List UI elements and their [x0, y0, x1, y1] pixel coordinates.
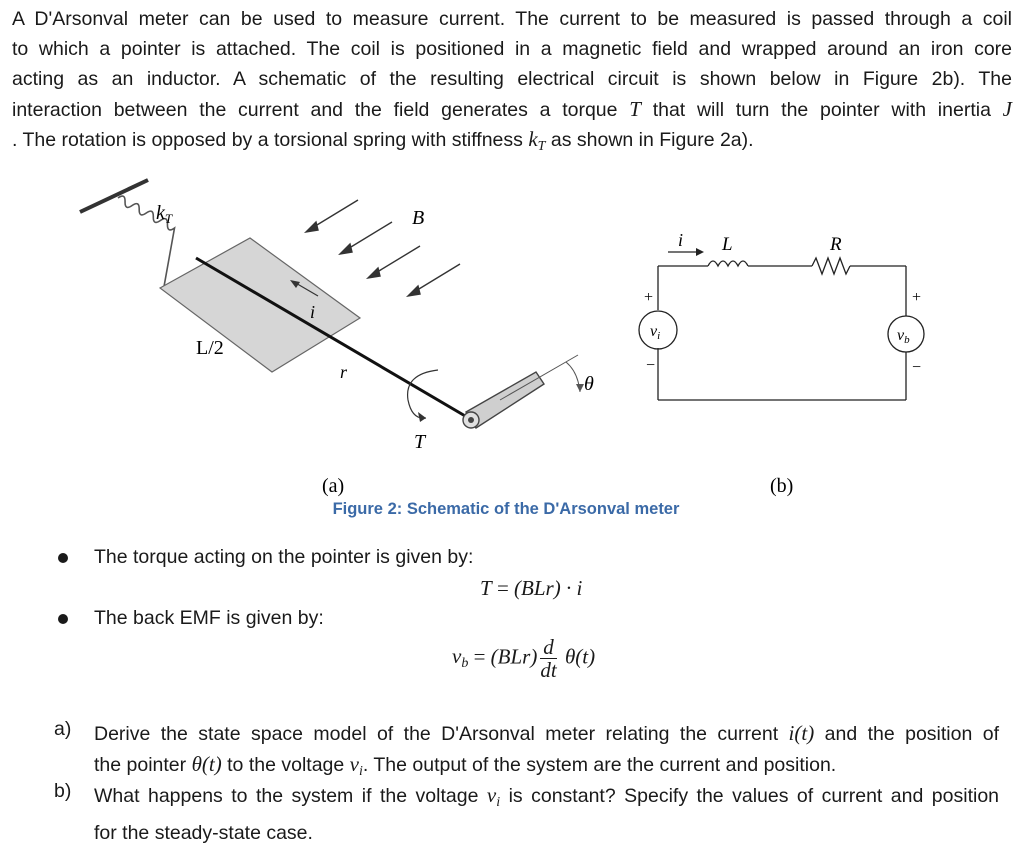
intro-text: interaction between the current and the … [12, 99, 618, 121]
minus-sign-left: − [646, 357, 655, 374]
q-text: Derive the state space model of the D'Ar… [94, 723, 779, 745]
math-var: k [528, 127, 538, 151]
intro-text: as shown in Figure 2a). [550, 129, 754, 151]
circuit-label-L: L [721, 234, 733, 255]
math-sub: i [496, 795, 501, 810]
question-label: a) [54, 718, 72, 740]
torque-arrow [406, 369, 439, 419]
equation-torque: T = (BLr) · i [480, 576, 582, 601]
eq-lhs: vb [452, 644, 469, 672]
question-line: What happens to the system if the voltag… [94, 780, 999, 818]
eq-sign: = [491, 576, 515, 600]
question-line: the pointer θ(t) to the voltage vi. The … [94, 749, 999, 787]
panel-label-b: (b) [770, 475, 793, 497]
intro-text: that will turn the pointer with inertia [652, 99, 991, 121]
inductor [707, 260, 749, 268]
intro-line-1: A D'Arsonval meter can be used to measur… [12, 8, 1012, 30]
torsional-spring [117, 195, 176, 287]
bullet-text: The torque acting on the pointer is give… [94, 546, 474, 568]
circuit-current-arrowhead [696, 248, 704, 256]
math-sub: i [358, 764, 363, 779]
q-text: the pointer [94, 754, 187, 776]
math-var: vi [486, 783, 501, 810]
q-text: What happens to the system if the voltag… [94, 785, 479, 807]
math-var: v [486, 783, 497, 807]
resistor [811, 256, 851, 276]
question-text: What happens to the system if the voltag… [94, 780, 999, 848]
intro-paragraph: A D'Arsonval meter can be used to measur… [12, 4, 1012, 154]
intro-line-3: acting as an inductor. A schematic of th… [12, 68, 1012, 90]
eq-lhs: T [480, 576, 492, 600]
circuit-label-R: R [829, 234, 842, 255]
label-theta: θ [584, 373, 594, 395]
figure-caption: Figure 2: Schematic of the D'Arsonval me… [332, 500, 680, 518]
magnetic-field-arrows [303, 199, 461, 298]
question-line: for the steady-state case. [94, 822, 313, 844]
figure-a-diagram: kT B i L/2 r T θ (a) [79, 178, 594, 497]
angle-reference [499, 354, 579, 401]
eq-sign: = [468, 644, 491, 669]
eq-sub: b [461, 656, 469, 672]
circuit-label-i: i [678, 230, 683, 250]
bullet-text: The back EMF is given by: [94, 607, 324, 629]
question-text: Derive the state space model of the D'Ar… [94, 718, 999, 787]
label-B: B [412, 207, 424, 229]
eq-coef: (BLr) [490, 644, 538, 669]
bullet-dot [58, 553, 68, 563]
math-var: i(t) [788, 721, 815, 745]
math-var: vi [349, 752, 363, 779]
figure-b-circuit: i L R vi vb + − + − (b) [638, 230, 925, 497]
plus-sign-left: + [644, 289, 653, 306]
current-arrowhead [290, 280, 300, 288]
q-text: is constant? Specify the values of curre… [508, 785, 1000, 807]
q-text: and the position of [824, 723, 999, 745]
eq-var: v [452, 644, 462, 669]
panel-label-a: (a) [322, 475, 344, 497]
source-vi [638, 310, 678, 350]
intro-line-4: interaction between the current and the … [12, 94, 1012, 124]
question-line: Derive the state space model of the D'Ar… [94, 718, 999, 749]
label-kT: kT [156, 202, 173, 226]
math-sub: T [537, 139, 546, 154]
figure-2: kT B i L/2 r T θ (a) [79, 178, 925, 497]
q-text: to the voltage [227, 754, 345, 776]
math-var-kT: kT [528, 127, 546, 154]
q-text: . The output of the system are the curre… [362, 754, 837, 776]
math-var-T: T [629, 97, 641, 121]
coil-plate [158, 237, 362, 373]
label-i: i [310, 302, 315, 322]
math-var-J: J [1002, 97, 1012, 121]
intro-line-2: to which a pointer is attached. The coil… [12, 38, 1012, 60]
minus-sign-right: − [912, 359, 921, 376]
pointer-pivot [468, 417, 474, 423]
plus-sign-right: + [912, 289, 921, 306]
torque-arrowhead [418, 412, 426, 422]
bullet-dot [58, 614, 68, 624]
eq-rhs: (BLr) · i [514, 576, 583, 600]
label-r: r [340, 362, 348, 382]
question-label: b) [54, 780, 72, 802]
frac-numerator: d [540, 636, 557, 659]
eq-rhs: θ(t) [564, 644, 596, 669]
source-vb [887, 315, 925, 353]
intro-text: . The rotation is opposed by a torsional… [12, 129, 523, 151]
angle-arrow [576, 384, 584, 392]
wall-mount [79, 178, 149, 214]
circuit-label-vb: vb [897, 327, 910, 346]
label-L-half: L/2 [196, 337, 224, 359]
frac-denominator: dt [540, 658, 557, 682]
label-T: T [414, 431, 427, 453]
intro-line-5: . The rotation is opposed by a torsional… [12, 124, 1012, 154]
shaft [195, 256, 473, 422]
math-var: θ(t) [191, 752, 222, 776]
circuit-label-vi: vi [650, 323, 660, 342]
math-var: v [349, 752, 359, 776]
